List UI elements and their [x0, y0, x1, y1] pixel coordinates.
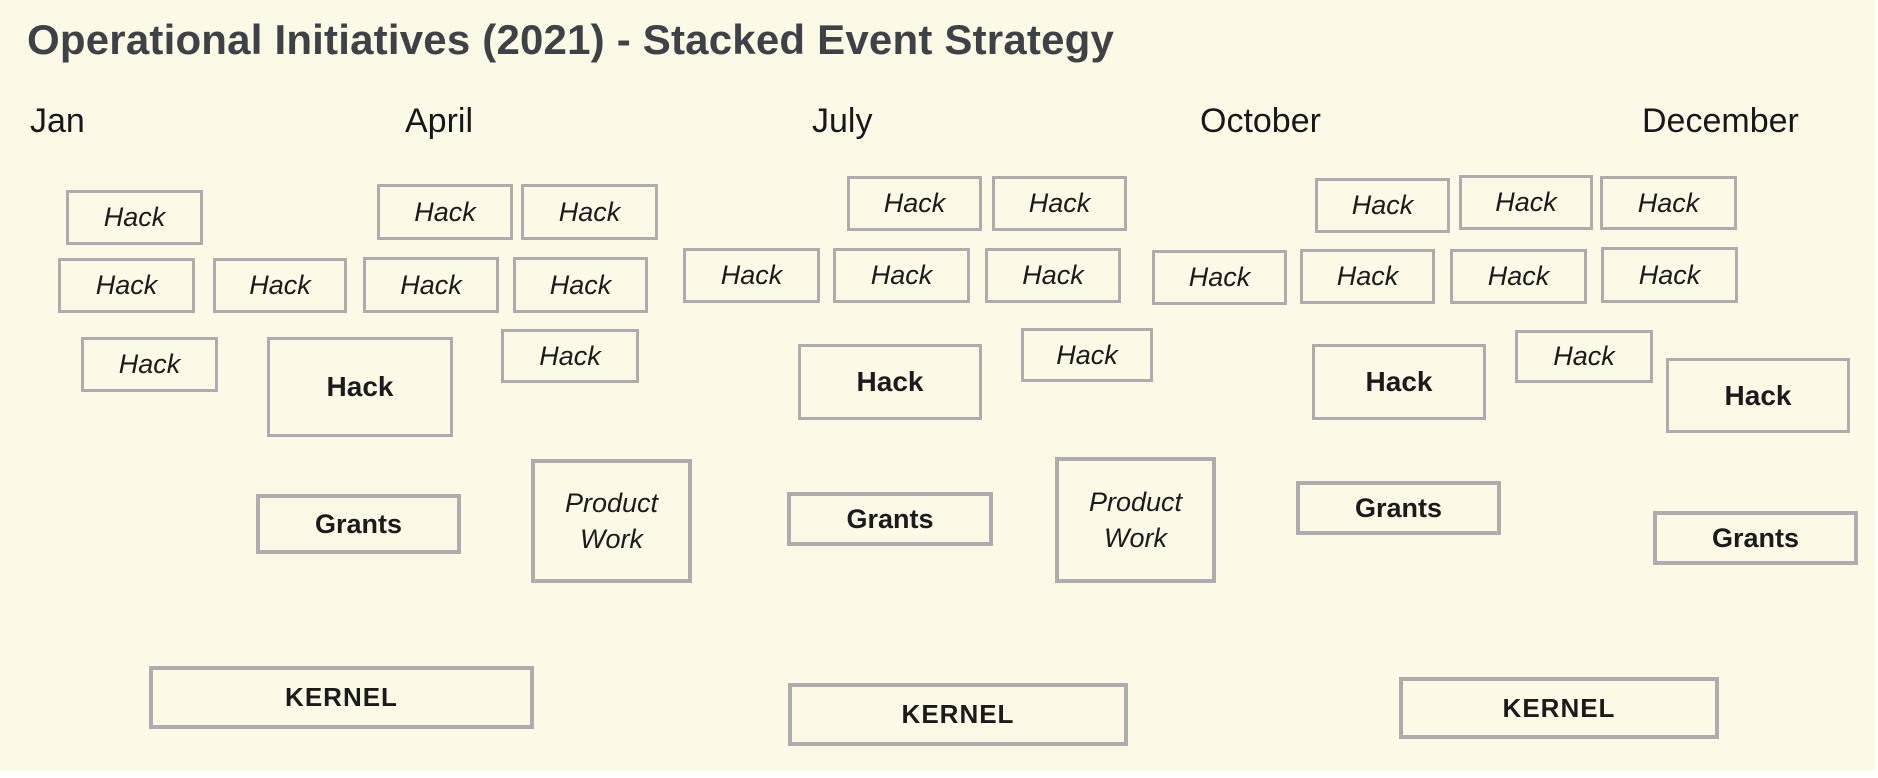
hack-box: Hack	[58, 258, 195, 313]
product-work-box: Product Work	[531, 459, 692, 583]
hack-box: Hack	[66, 190, 203, 245]
kernel-box: KERNEL	[788, 683, 1128, 746]
grants-box: Grants	[256, 494, 461, 554]
hack-box: Hack	[833, 248, 970, 303]
hack-box: Hack	[683, 248, 820, 303]
grants-box: Grants	[787, 492, 993, 546]
kernel-box: KERNEL	[149, 666, 534, 729]
hack-box: Hack	[377, 184, 513, 240]
hack-box: Hack	[513, 257, 648, 313]
hack-box: Hack	[1021, 328, 1153, 382]
diagram-title: Operational Initiatives (2021) - Stacked…	[27, 16, 1115, 63]
hack-box: Hack	[81, 337, 218, 392]
hack-box: Hack	[501, 329, 639, 383]
hack-box: Hack	[992, 176, 1127, 231]
grants-box: Grants	[1653, 511, 1858, 565]
hack-box: Hack	[1601, 247, 1738, 303]
hack-box: Hack	[1315, 178, 1450, 233]
hack-box: Hack	[1666, 358, 1850, 433]
hack-box: Hack	[798, 344, 982, 420]
month-label-april: April	[405, 102, 474, 140]
hack-box: Hack	[1600, 176, 1737, 230]
hack-box: Hack	[213, 258, 347, 313]
hack-box: Hack	[1515, 330, 1653, 383]
month-label-july: July	[812, 102, 873, 140]
hack-box: Hack	[1459, 175, 1593, 230]
month-label-october: October	[1200, 102, 1321, 140]
hack-box: Hack	[847, 176, 982, 231]
hack-box: Hack	[985, 248, 1121, 303]
kernel-box: KERNEL	[1399, 677, 1719, 739]
hack-box: Hack	[1300, 249, 1435, 304]
month-label-jan: Jan	[30, 102, 85, 140]
hack-box: Hack	[363, 257, 499, 313]
hack-box: Hack	[1312, 344, 1486, 420]
grants-box: Grants	[1296, 481, 1501, 535]
hack-box: Hack	[1152, 250, 1287, 305]
product-work-box: Product Work	[1055, 457, 1216, 583]
hack-box: Hack	[521, 184, 658, 240]
hack-box: Hack	[1450, 249, 1587, 304]
hack-box: Hack	[267, 337, 453, 437]
month-label-december: December	[1642, 102, 1799, 140]
